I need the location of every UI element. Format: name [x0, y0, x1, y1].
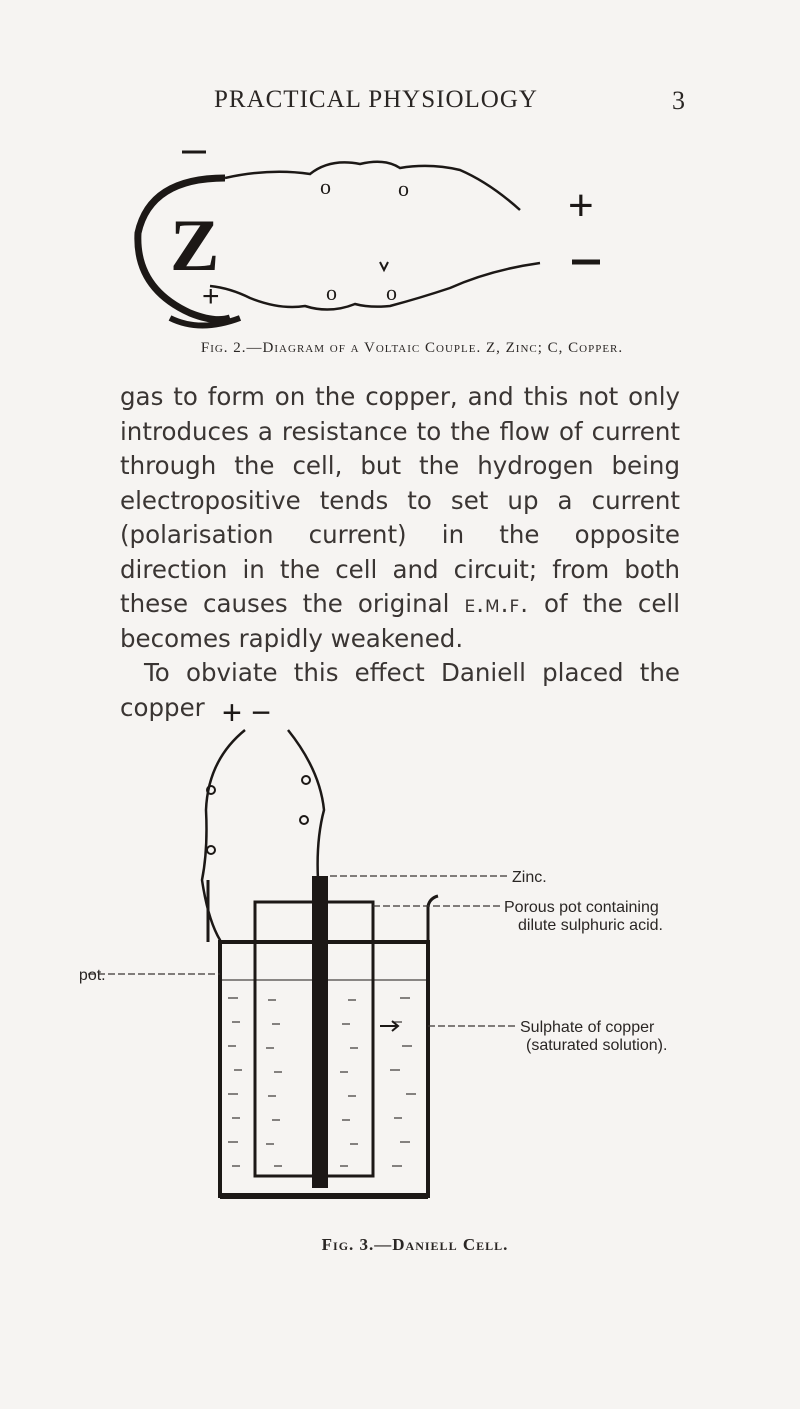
label-sulphate-line-1: Sulphate of copper — [520, 1019, 655, 1036]
paragraph: To obviate this effect Daniell placed th… — [120, 658, 680, 722]
paragraph: gas to form on the copper, and this not … — [120, 382, 681, 653]
body-text: gas to form on the copper, and this not … — [120, 380, 680, 725]
zinc-plus-sign: + — [202, 280, 220, 313]
current-arrow-icon — [379, 261, 389, 273]
liquid-pattern — [228, 997, 416, 1167]
running-head: PRACTICAL PHYSIOLOGY — [214, 86, 538, 113]
label-porous-pot-line-2: dilute sulphuric acid. — [518, 917, 663, 934]
terminal-signs: + − — [222, 694, 271, 732]
leader-lines — [88, 875, 516, 1027]
page-header: PRACTICAL PHYSIOLOGY 3 — [0, 86, 800, 126]
zinc-wire — [287, 729, 326, 881]
label-porous-pot-line-1: Porous pot containing — [504, 899, 659, 916]
bubble-icon: o — [326, 280, 337, 305]
zinc-rod — [312, 876, 328, 1188]
label-sulphate-line-2: (saturated solution). — [526, 1037, 667, 1054]
zinc-plate — [134, 174, 232, 324]
bubble-icon: o — [386, 280, 397, 305]
arrow-icon — [380, 1020, 400, 1032]
upper-wire — [224, 160, 521, 211]
page-number: 3 — [672, 86, 685, 115]
zinc-letter: Z — [170, 205, 219, 287]
bubble-icon: o — [320, 174, 331, 199]
copper-wire — [200, 729, 246, 942]
label-zinc: Zinc. — [512, 869, 547, 886]
figure-2-caption: Fig. 2.—Diagram of a Voltaic Couple. Z, … — [200, 340, 624, 356]
lower-wire — [209, 261, 541, 311]
daniell-cell-diagram: + − — [80, 694, 667, 1199]
figure-3-caption: Fig. 3.—Daniell Cell. — [321, 1235, 509, 1254]
voltaic-couple-diagram: Z + o o o o + — [134, 150, 600, 329]
copper-plus-sign: + — [568, 181, 594, 230]
label-copper-pot: Copper pot. — [80, 967, 106, 984]
bubble-icon: o — [398, 176, 409, 201]
emf-abbreviation: e.m.f. — [464, 589, 530, 618]
